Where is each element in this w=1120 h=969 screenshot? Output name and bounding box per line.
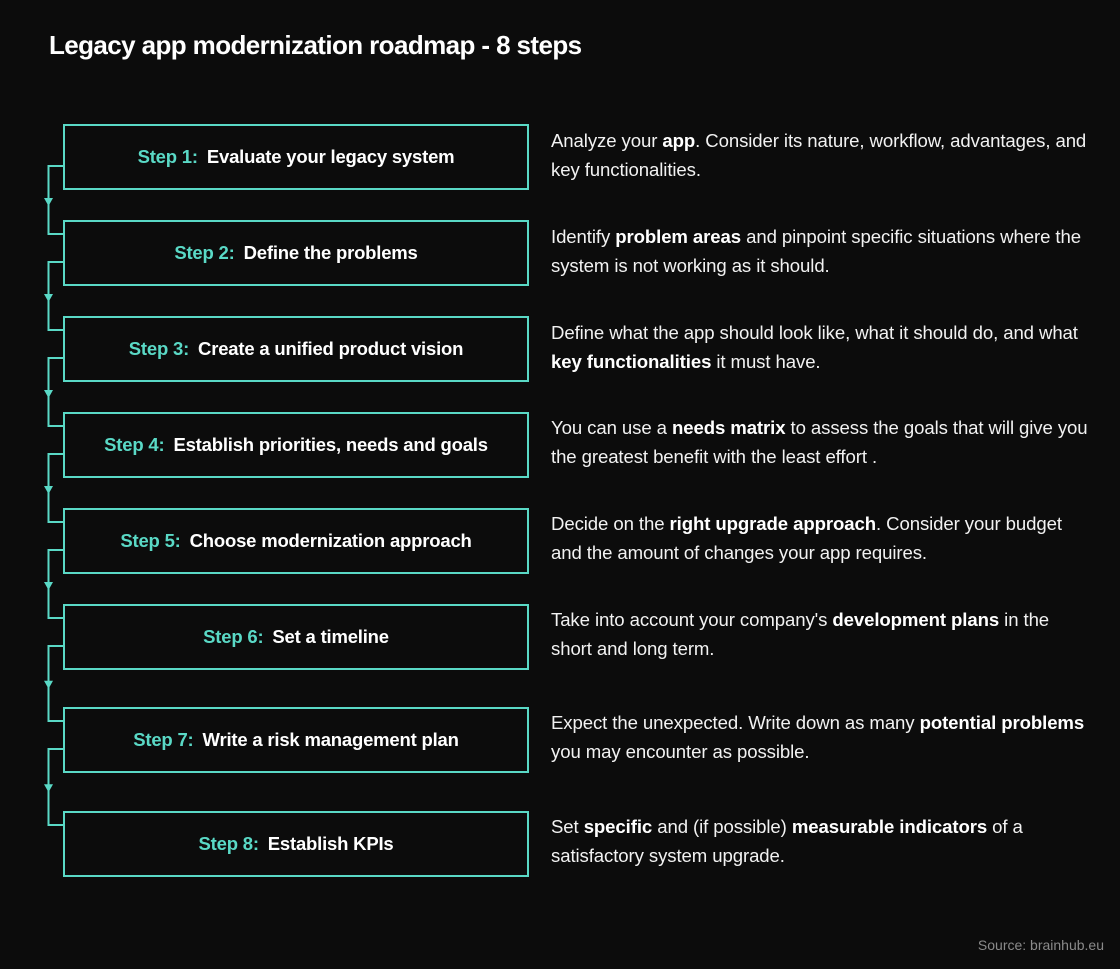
step-description-3: Define what the app should look like, wh… xyxy=(551,318,1091,376)
description-text: Define what the app should look like, wh… xyxy=(551,322,1078,343)
step-number: Step 5: xyxy=(120,530,181,551)
connector-line xyxy=(47,261,63,331)
step-description-8: Set specific and (if possible) measurabl… xyxy=(551,812,1091,870)
step-box-4: Step 4: Establish priorities, needs and … xyxy=(63,412,529,478)
description-text: Expect the unexpected. Write down as man… xyxy=(551,712,920,733)
connector-line xyxy=(47,645,63,722)
arrow-down-icon xyxy=(44,390,53,398)
arrow-down-icon xyxy=(44,294,53,302)
description-text: in the short and long term. xyxy=(551,609,1050,659)
step-box-5: Step 5: Choose modernization approach xyxy=(63,508,529,574)
description-text: Identify xyxy=(551,226,616,247)
step-number: Step 8: xyxy=(198,833,259,854)
step-box-3: Step 3: Create a unified product vision xyxy=(63,316,529,382)
description-text: . Consider your budget and the amount of… xyxy=(551,513,1062,563)
step-description-2: Identify problem areas and pinpoint spec… xyxy=(551,222,1091,280)
step-box-1: Step 1: Evaluate your legacy system xyxy=(63,124,529,190)
arrow-down-icon xyxy=(44,680,53,689)
step-description-6: Take into account your company's develop… xyxy=(551,605,1091,663)
step-box-8: Step 8: Establish KPIs xyxy=(63,811,529,877)
step-title: Establish KPIs xyxy=(267,833,394,854)
arrow-down-icon xyxy=(44,486,53,494)
arrow-down-icon xyxy=(44,582,53,590)
step-title: Write a risk management plan xyxy=(202,729,459,750)
step-number: Step 1: xyxy=(137,146,198,167)
source-credit: Source: brainhub.eu xyxy=(977,937,1104,953)
description-emphasis: specific xyxy=(583,816,653,837)
connector-line xyxy=(47,357,63,427)
step-description-5: Decide on the right upgrade approach. Co… xyxy=(551,509,1091,567)
description-text: of a satisfactory system upgrade. xyxy=(551,816,1023,866)
step-number: Step 2: xyxy=(174,242,235,263)
description-emphasis: potential problems xyxy=(919,712,1085,733)
page-title: Legacy app modernization roadmap - 8 ste… xyxy=(49,30,582,60)
step-description-1: Analyze your app. Consider its nature, w… xyxy=(551,126,1091,184)
step-number: Step 6: xyxy=(203,626,264,647)
description-emphasis: key functionalities xyxy=(551,351,712,372)
step-title: Establish priorities, needs and goals xyxy=(173,434,488,455)
step-number: Step 3: xyxy=(128,338,190,359)
description-text: it must have. xyxy=(711,351,821,372)
description-text: Decide on the xyxy=(551,513,670,534)
step-title: Set a timeline xyxy=(272,626,389,647)
step-number: Step 7: xyxy=(133,729,194,750)
description-emphasis: measurable indicators xyxy=(791,816,988,837)
description-text: Take into account your company's xyxy=(551,609,833,630)
step-number: Step 4: xyxy=(104,434,165,455)
connector-line xyxy=(47,165,63,235)
description-text: You can use a xyxy=(551,417,672,438)
connector-line xyxy=(47,453,63,523)
step-description-4: You can use a needs matrix to assess the… xyxy=(551,413,1091,471)
description-emphasis: development plans xyxy=(832,609,1000,630)
description-emphasis: needs matrix xyxy=(671,417,786,438)
description-text: and (if possible) xyxy=(652,816,792,837)
description-text: to assess the goals that will give you t… xyxy=(551,417,1088,467)
description-text: you may encounter as possible. xyxy=(551,741,810,762)
step-title: Define the problems xyxy=(243,242,418,263)
arrow-down-icon xyxy=(44,784,53,793)
step-box-2: Step 2: Define the problems xyxy=(63,220,529,286)
description-emphasis: problem areas xyxy=(615,226,742,247)
step-box-7: Step 7: Write a risk management plan xyxy=(63,707,529,773)
connector-line xyxy=(47,748,63,826)
description-text: and pinpoint specific situations where t… xyxy=(551,226,1081,276)
step-description-7: Expect the unexpected. Write down as man… xyxy=(551,708,1091,766)
description-text: . Consider its nature, workflow, advanta… xyxy=(551,130,1087,180)
step-title: Create a unified product vision xyxy=(198,338,464,359)
connector-line xyxy=(47,549,63,619)
step-title: Choose modernization approach xyxy=(189,530,472,551)
description-text: Analyze your xyxy=(551,130,663,151)
arrow-down-icon xyxy=(44,198,53,206)
step-box-6: Step 6: Set a timeline xyxy=(63,604,529,670)
description-emphasis: right upgrade approach xyxy=(669,513,877,534)
description-text: Set xyxy=(551,816,584,837)
description-emphasis: app xyxy=(662,130,696,151)
step-title: Evaluate your legacy system xyxy=(206,146,455,167)
